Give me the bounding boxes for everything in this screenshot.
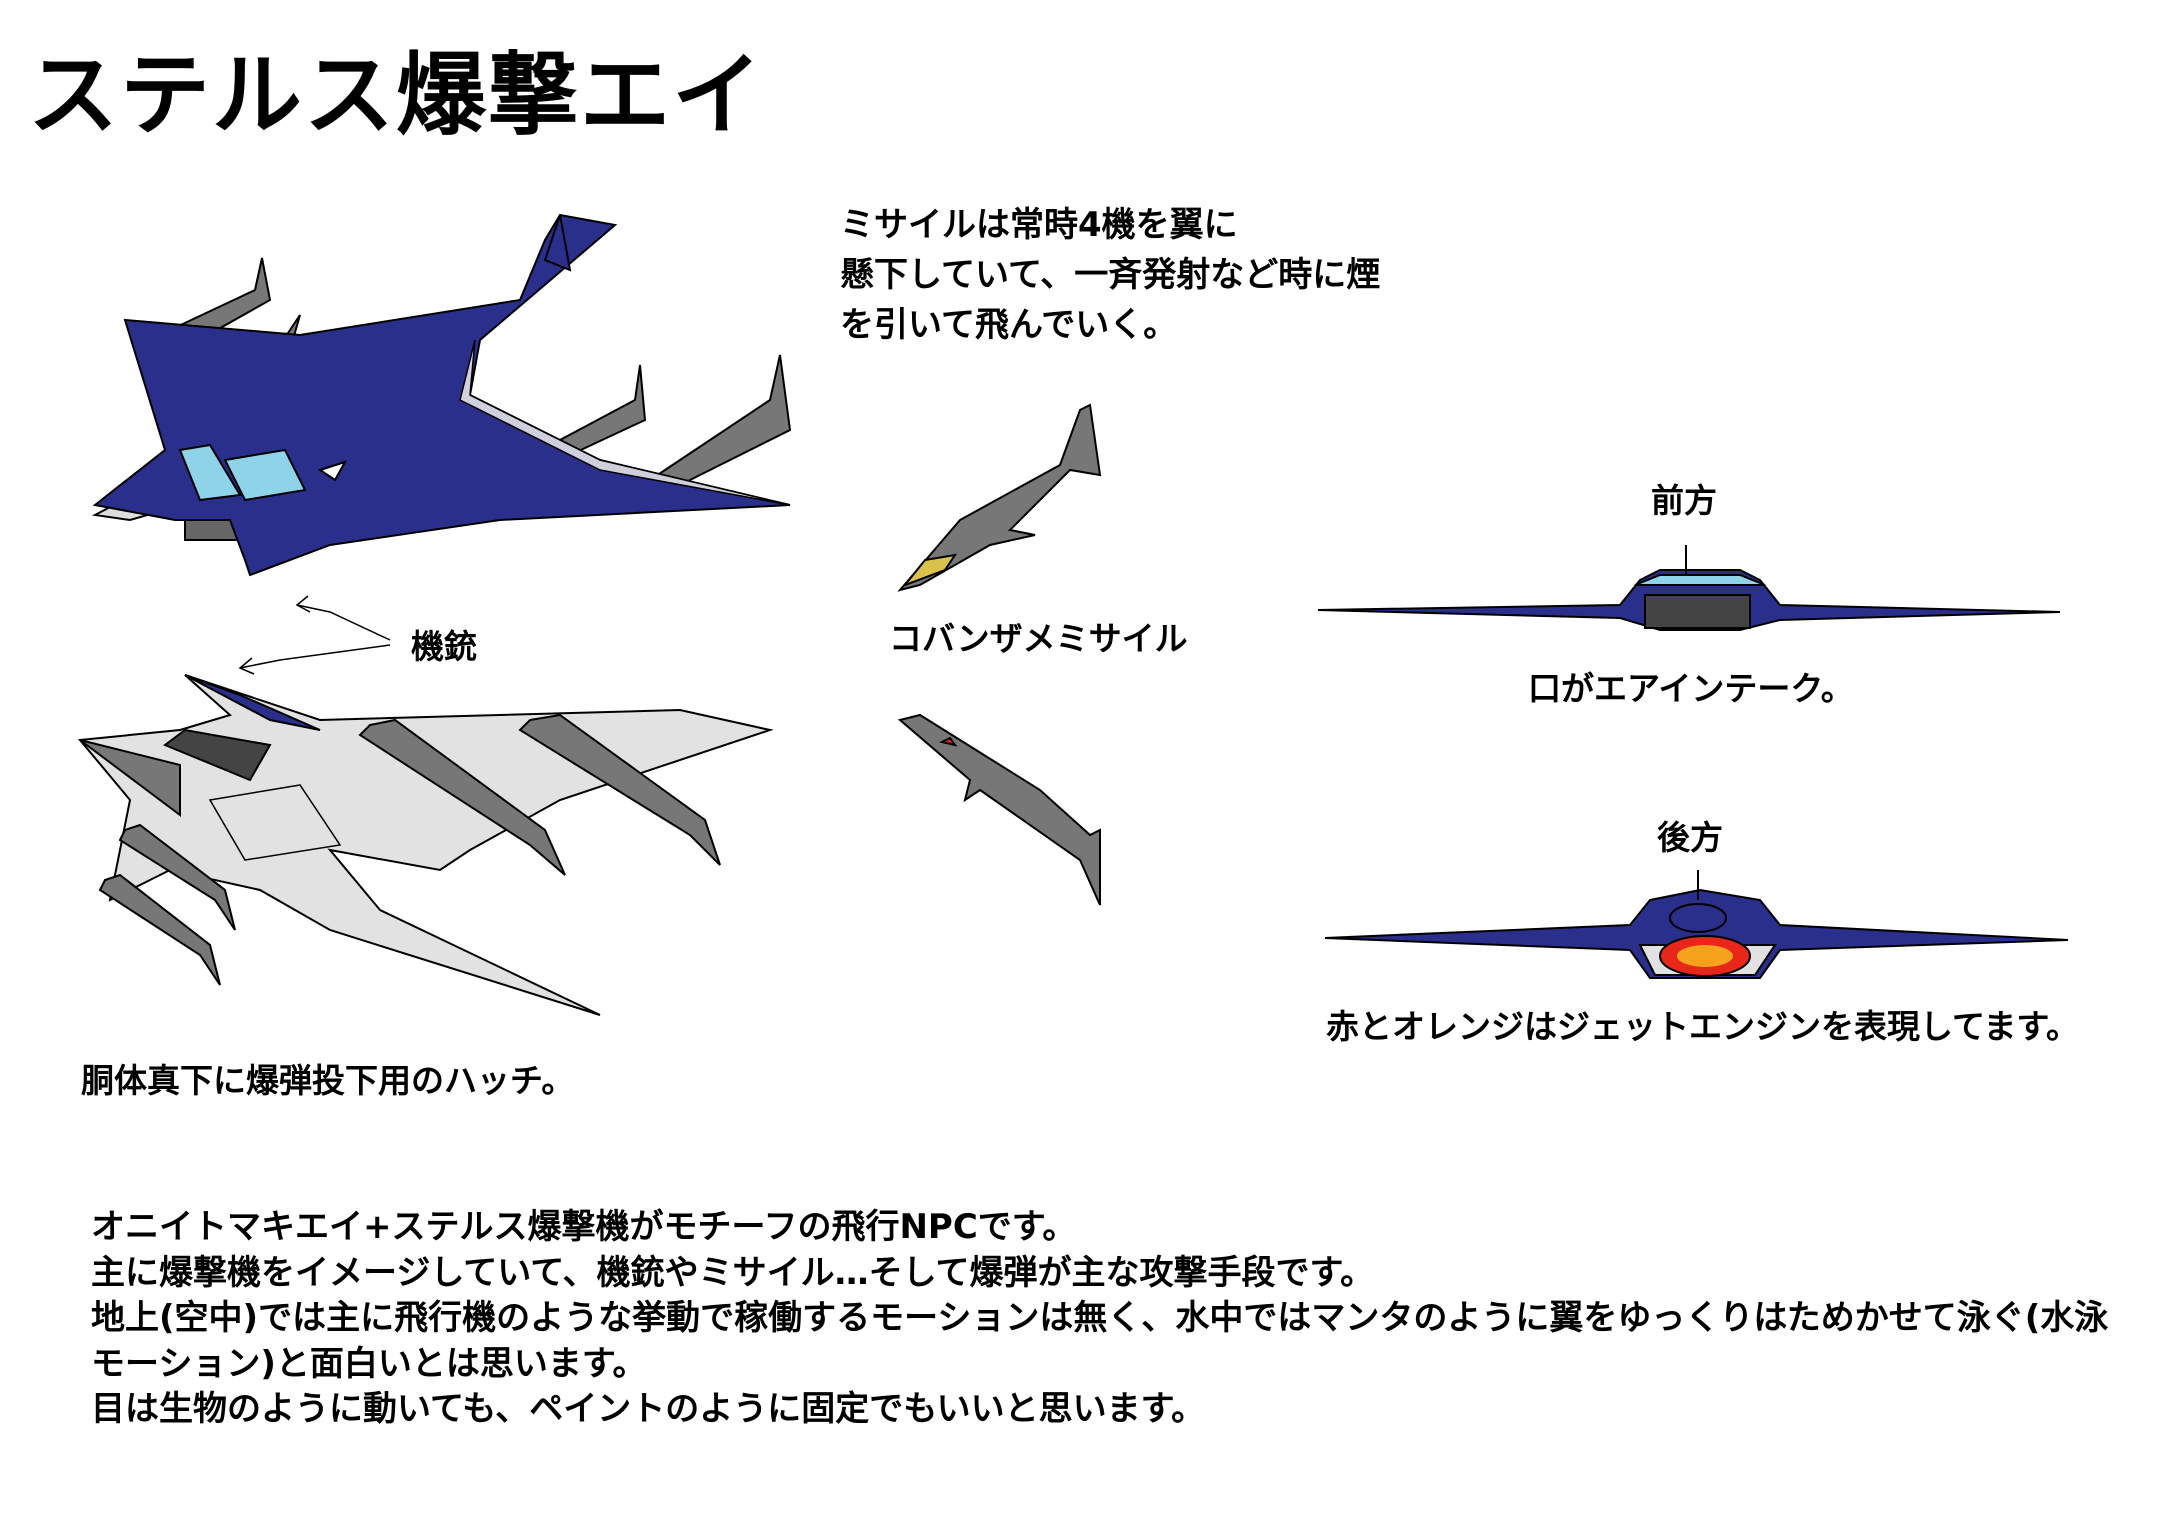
front-view <box>1317 545 2061 631</box>
kobanzame-missile-top <box>897 713 1101 906</box>
missile-note-line: ミサイルは常時4機を翼に <box>840 205 1238 245</box>
description-line: 地上(空中)では主に飛行機のような挙動で稼働するモーションは無く、水中ではマンタ… <box>91 1298 2109 1338</box>
missiles-bottom <box>98 713 721 986</box>
page-title: ステルス爆撃エイ <box>28 43 764 148</box>
description-line: 主に爆撃機をイメージしていて、機銃やミサイル…そして爆弾が主な攻撃手段です。 <box>91 1252 1375 1293</box>
missile-note-line: を引いて飛んでいく。 <box>840 305 1178 345</box>
rear-view <box>1324 870 2069 979</box>
missile-note-line: 懸下していて、一斉発射など時に煙 <box>840 255 1381 295</box>
belly-caption: 胴体真下に爆弾投下用のハッチ。 <box>81 1061 575 1100</box>
front-view-caption: 口がエアインテーク。 <box>1528 669 1854 708</box>
front-view-label: 前方 <box>1651 481 1717 520</box>
kobanzame-missile-side <box>897 403 1102 592</box>
rear-view-label: 後方 <box>1657 818 1723 857</box>
rear-view-caption: 赤とオレンジはジェットエンジンを表現してます。 <box>1326 1007 2080 1046</box>
manta-bottom-view <box>78 674 774 1016</box>
description-line: オニイトマキエイ+ステルス爆撃機がモチーフの飛行NPCです。 <box>91 1207 1077 1247</box>
missile-note: ミサイルは常時4機を翼に 懸下していて、一斉発射など時に煙 を引いて飛んでいく。 <box>840 200 1380 350</box>
missile-name-label: コバンザメミサイル <box>889 619 1188 658</box>
description-line: 目は生物のように動いても、ペイントのように固定でもいいと思います。 <box>91 1389 1206 1429</box>
description-line: モーション)と面白いとは思います。 <box>91 1343 647 1384</box>
machine-gun-arrows <box>238 595 391 675</box>
description: オニイトマキエイ+ステルス爆撃機がモチーフの飛行NPCです。 主に爆撃機をイメー… <box>91 1205 2108 1433</box>
manta-top-view <box>91 213 792 577</box>
machine-gun-label: 機銃 <box>411 627 477 666</box>
